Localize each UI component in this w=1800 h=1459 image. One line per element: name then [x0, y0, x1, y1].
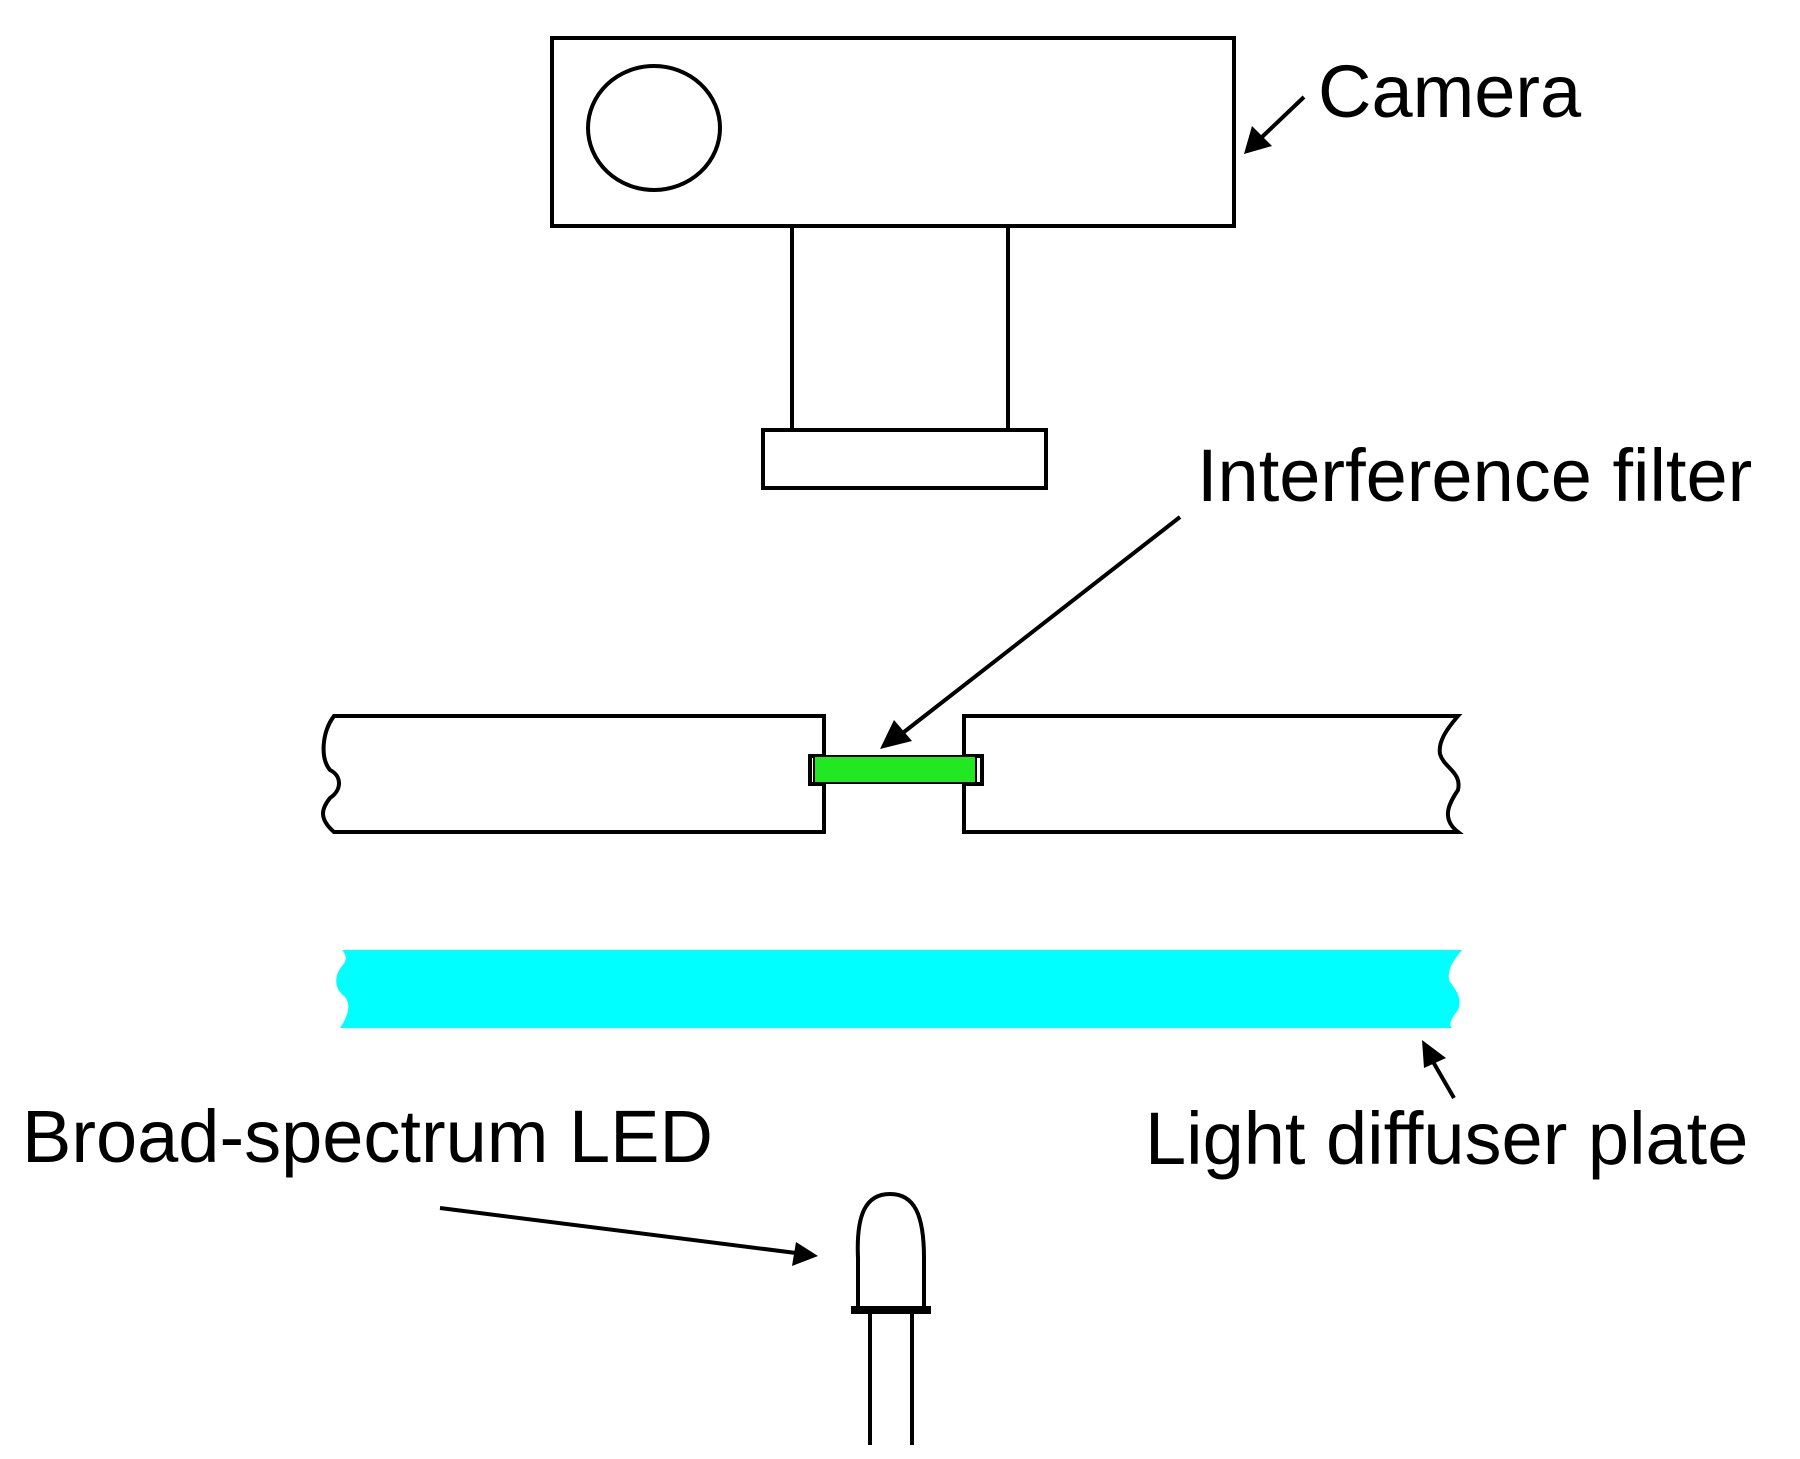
camera-arrow-shaft	[1260, 95, 1306, 139]
camera-arrow-head	[1244, 126, 1272, 154]
filter-arrow-shaft	[902, 515, 1182, 734]
interference-filter-annotation: Interference filter	[880, 434, 1752, 749]
light-diffuser-annotation: Light diffuser plate	[1145, 1040, 1748, 1180]
led-base	[851, 1306, 931, 1314]
interference-filter-label: Interference filter	[1197, 434, 1752, 517]
led-icon	[851, 1191, 931, 1445]
camera-annotation: Camera	[1244, 50, 1582, 154]
light-diffuser-plate	[336, 950, 1462, 1028]
led-dome	[855, 1191, 926, 1310]
diffuser-arrow-head	[1422, 1040, 1446, 1068]
diffuser-arrow-shaft	[1430, 1058, 1456, 1100]
filter-holder	[321, 714, 1464, 834]
led-label: Broad-spectrum LED	[22, 1095, 713, 1178]
camera-lens-icon	[586, 64, 722, 192]
interference-filter	[813, 755, 977, 784]
filter-holder-left	[321, 714, 826, 834]
led-annotation: Broad-spectrum LED	[22, 1095, 818, 1266]
camera-label: Camera	[1318, 50, 1582, 133]
filter-arrow-head	[880, 720, 912, 749]
led-arrow-head	[792, 1242, 818, 1266]
light-diffuser-label: Light diffuser plate	[1145, 1097, 1748, 1180]
led-arrow-shaft	[439, 1206, 797, 1255]
camera-neck	[790, 224, 1010, 432]
camera	[550, 36, 1236, 490]
camera-lens-mount	[761, 428, 1048, 490]
filter-holder-right	[962, 714, 1464, 834]
